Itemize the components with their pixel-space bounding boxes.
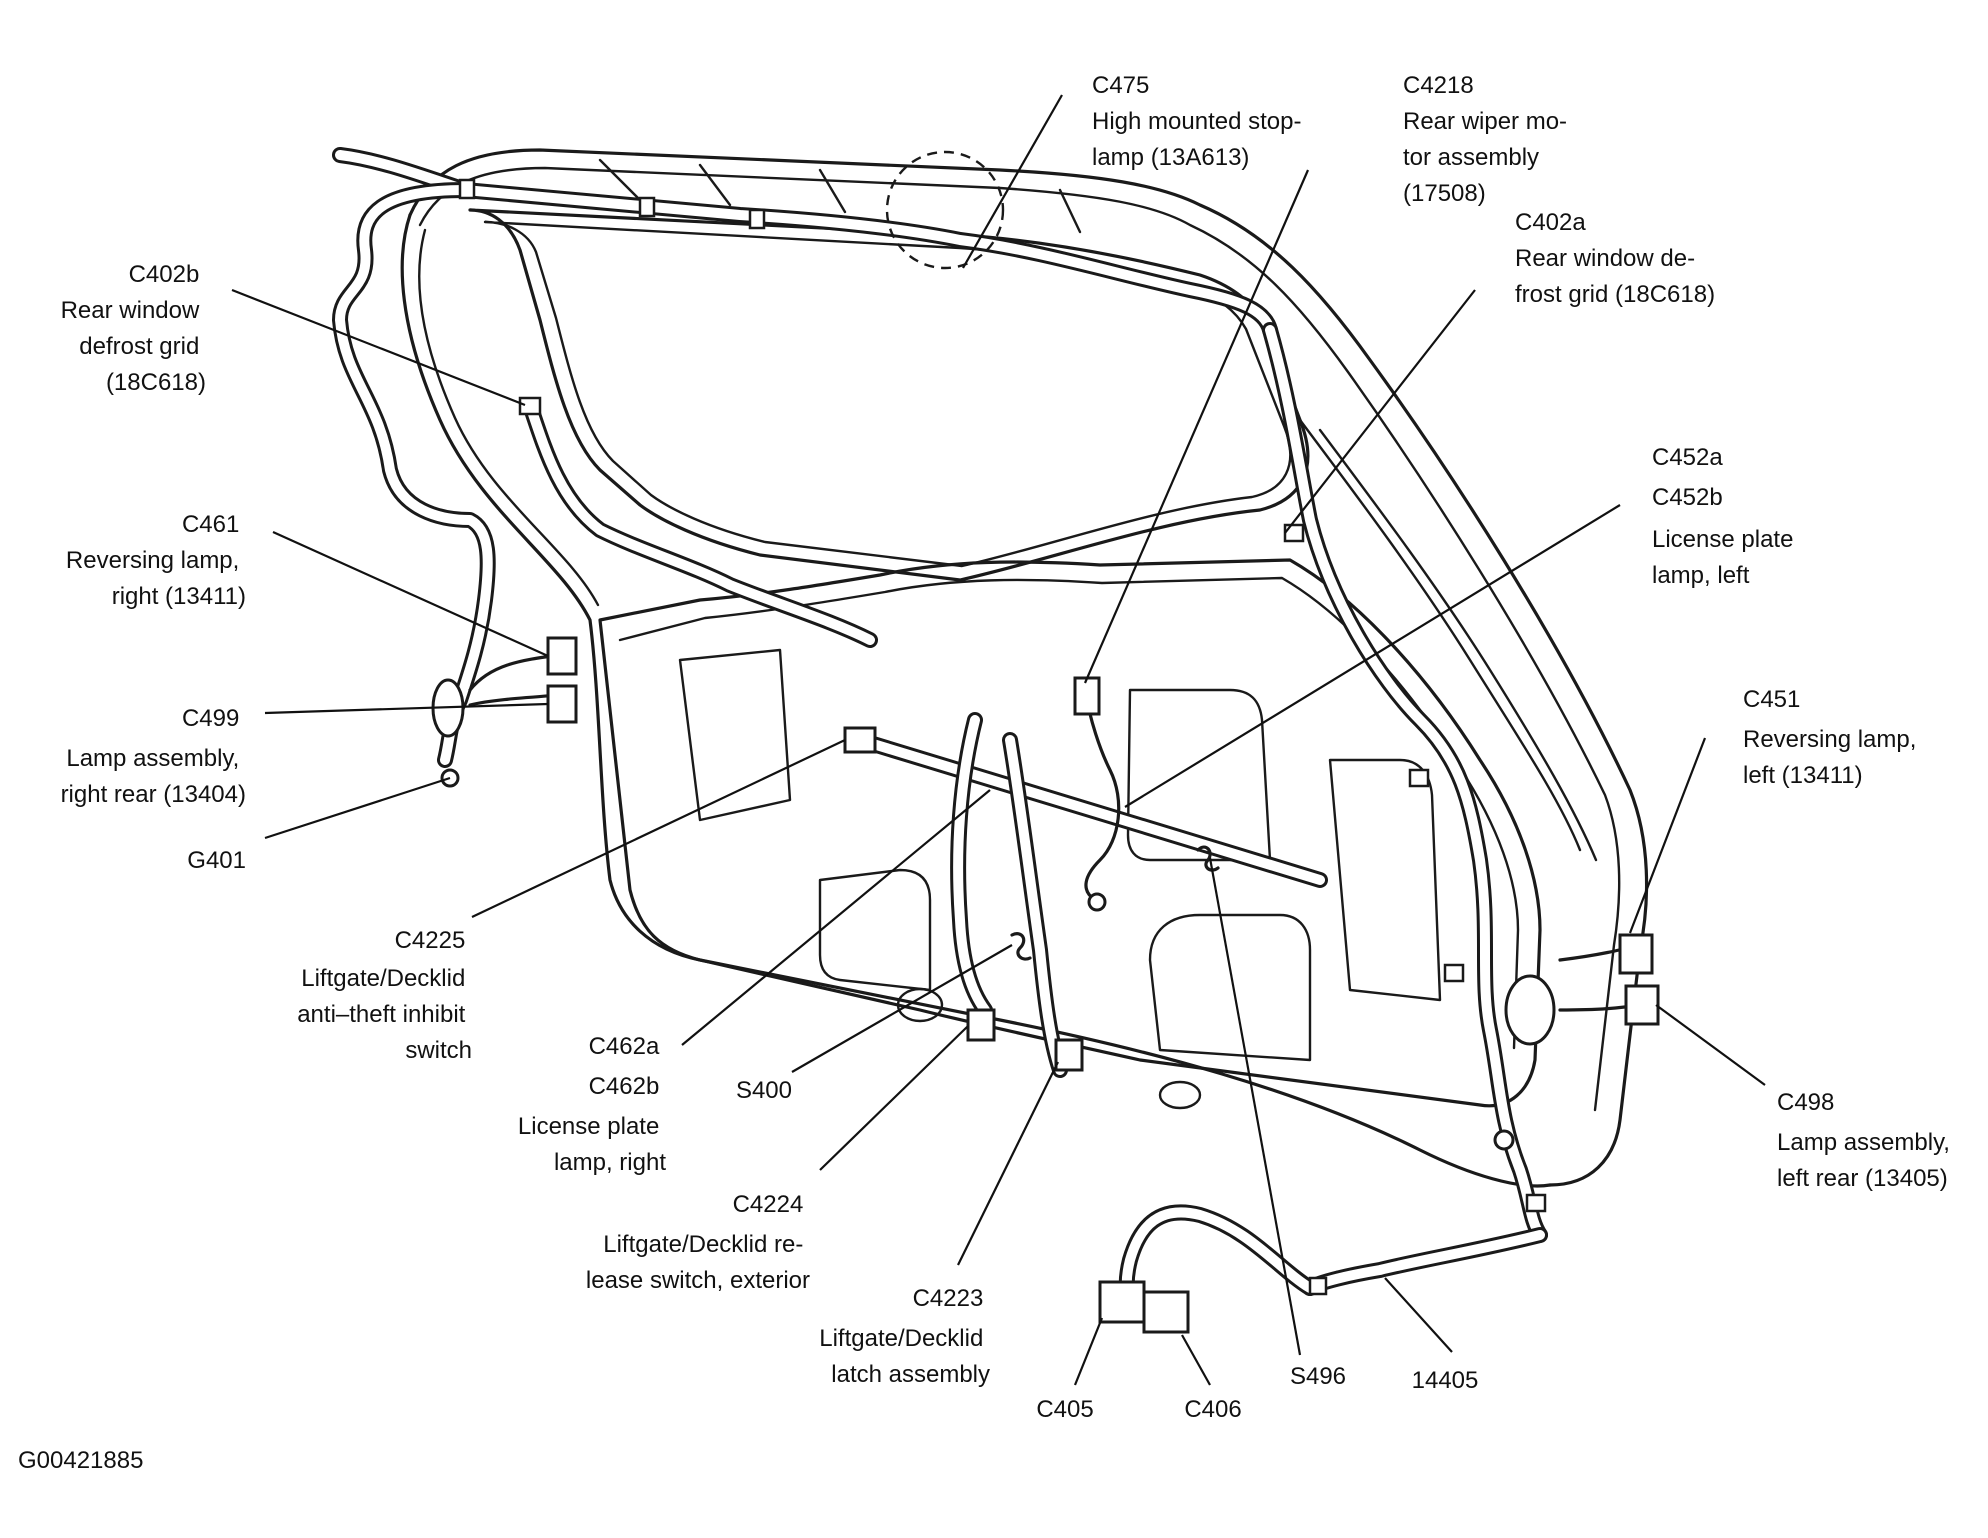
label-c4224: C4224 Liftgate/Decklid re- lease switch,… — [586, 1191, 810, 1294]
label-c4223: C4223 Liftgate/Decklid latch assembly — [819, 1285, 990, 1388]
label-c452: C452a C452b License plate lamp, left — [1652, 444, 1800, 589]
figure-id: G00421885 — [18, 1447, 143, 1474]
label-s496: S496 — [1290, 1363, 1346, 1390]
liftgate-outline — [400, 148, 1649, 1188]
label-s400: S400 — [736, 1077, 792, 1104]
ground-right-lower — [1493, 1129, 1515, 1151]
label-c402a: C402a Rear window de- frost grid (18C618… — [1515, 209, 1715, 308]
grommet-left — [1504, 974, 1556, 1046]
connector-c4218 — [1073, 676, 1101, 716]
label-c4225: C4225 Liftgate/Decklid anti–theft inhibi… — [297, 927, 472, 1064]
label-c499: C499 Lamp assembly, right rear (13404) — [61, 705, 246, 808]
connector-c499 — [546, 684, 578, 724]
connector-c451 — [1618, 933, 1654, 975]
label-14405: 14405 — [1412, 1367, 1479, 1394]
label-c406: C406 — [1184, 1396, 1241, 1423]
ground-center — [1087, 892, 1107, 912]
label-c461: C461 Reversing lamp, right (13411) — [66, 511, 246, 610]
connector-c4225 — [843, 726, 877, 754]
label-c451: C451 Reversing lamp, left (13411) — [1743, 686, 1923, 789]
connector-c498 — [1624, 984, 1660, 1026]
leader-lines — [231, 94, 1766, 1386]
connector-c405 — [1098, 1280, 1146, 1324]
label-c405: C405 — [1036, 1396, 1093, 1423]
connector-c461 — [546, 636, 578, 676]
label-c4218: C4218 Rear wiper mo- tor assembly (17508… — [1403, 72, 1574, 207]
label-c402b: C402b Rear window defrost grid (18C618) — [61, 261, 206, 396]
connector-c406 — [1142, 1290, 1190, 1334]
label-c498: C498 Lamp assembly, left rear (13405) — [1777, 1089, 1957, 1192]
callout-labels: C475 High mounted stop- lamp (13A613) C4… — [18, 72, 1957, 1474]
label-g401: G401 — [187, 847, 246, 874]
label-c475: C475 High mounted stop- lamp (13A613) — [1092, 72, 1308, 171]
connector-c4223 — [1054, 1038, 1084, 1072]
splice-s400 — [1010, 932, 1032, 961]
label-c462: C462a C462b License plate lamp, right — [518, 1033, 666, 1176]
connector-c4224 — [966, 1008, 996, 1042]
